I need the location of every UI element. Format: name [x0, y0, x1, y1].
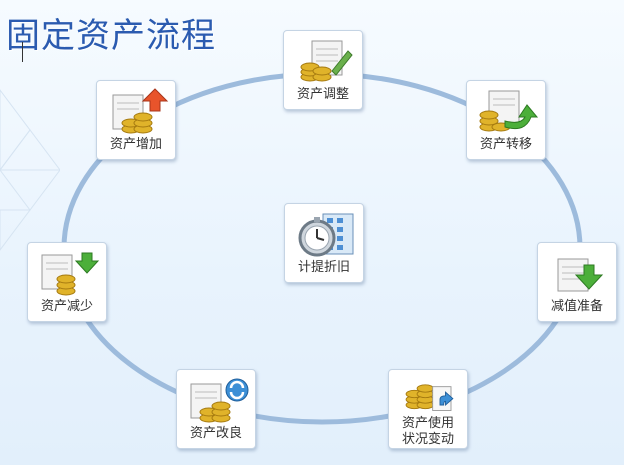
- coins-pencil-icon: [300, 40, 353, 82]
- node-label: 资产使用 状况变动: [401, 416, 454, 447]
- coins-refresh-icon: [190, 378, 249, 423]
- coins-down-arrow-icon: [41, 252, 100, 296]
- coins-green-arrow-icon: [479, 90, 539, 132]
- node-label: 资产调整: [296, 87, 349, 102]
- node-impairment-reserve[interactable]: 减值准备: [537, 242, 617, 322]
- node-asset-transfer[interactable]: 资产转移: [466, 80, 546, 160]
- node-asset-adjust[interactable]: 资产调整: [283, 30, 363, 110]
- node-asset-improve[interactable]: 资产改良: [176, 369, 256, 449]
- coins-up-arrow-icon: [112, 88, 169, 134]
- node-label: 减值准备: [550, 299, 603, 314]
- node-label: 资产改良: [189, 426, 242, 441]
- node-label: 计提折旧: [297, 260, 350, 275]
- page-title: 固定资产流程: [6, 16, 216, 56]
- node-label: 资产减少: [40, 299, 93, 314]
- node-depreciation[interactable]: 计提折旧: [284, 203, 364, 283]
- node-asset-reduce[interactable]: 资产减少: [27, 242, 107, 322]
- doc-down-arrow-icon: [557, 258, 604, 292]
- node-label: 资产增加: [109, 137, 162, 152]
- background-triangles-decoration: [0, 89, 60, 251]
- text-cursor: [22, 42, 23, 62]
- node-asset-add[interactable]: 资产增加: [96, 80, 176, 160]
- node-label: 资产转移: [479, 137, 532, 152]
- clock-building-icon: [298, 213, 354, 257]
- coins-doc-arrow-icon: [405, 384, 454, 411]
- node-asset-status-change[interactable]: 资产使用 状况变动: [388, 369, 468, 449]
